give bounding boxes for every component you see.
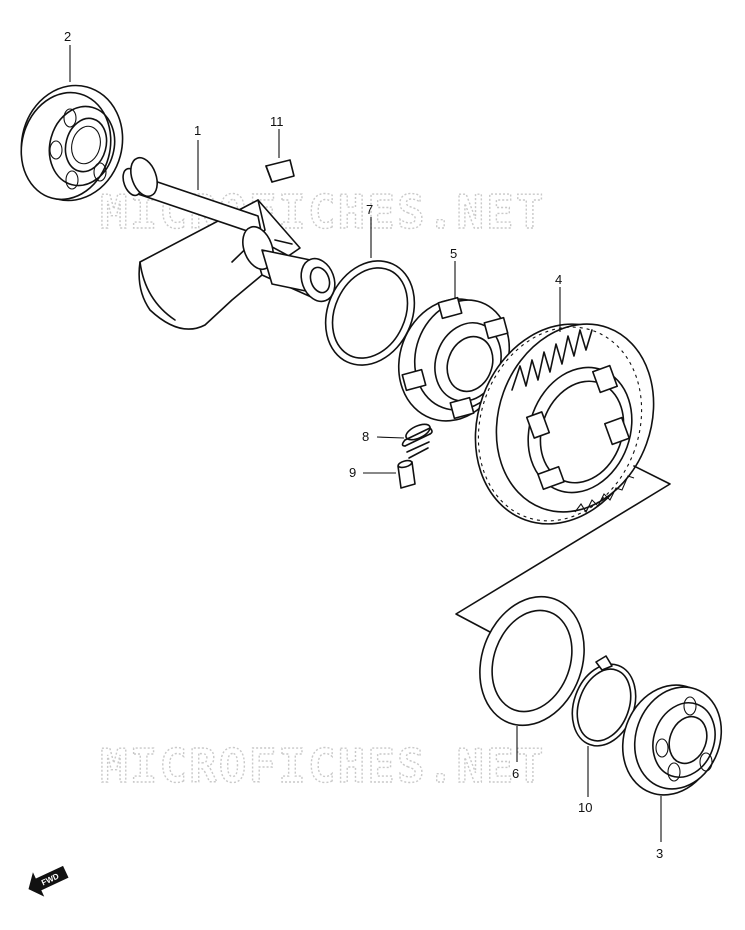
callout-part-4: 4 <box>555 272 562 287</box>
callout-part-6: 6 <box>512 766 519 781</box>
callout-part-10: 10 <box>578 800 592 815</box>
callout-part-3: 3 <box>656 846 663 861</box>
callout-part-11: 11 <box>270 114 284 129</box>
callout-part-2: 2 <box>64 29 71 44</box>
thrust-washer <box>479 595 585 727</box>
bearing-lower <box>621 684 723 796</box>
circlip <box>571 655 637 747</box>
leader-lines <box>69 45 662 842</box>
callout-part-1: 1 <box>194 123 201 138</box>
callout-part-9: 9 <box>349 465 356 480</box>
watermark-bottom: MICROFICHES.NET <box>100 739 545 793</box>
damper-spring <box>401 423 433 459</box>
callout-part-8: 8 <box>362 429 369 444</box>
bearing-upper <box>20 84 124 202</box>
callout-part-7: 7 <box>366 202 373 217</box>
callout-part-5: 5 <box>450 246 457 261</box>
fwd-direction-badge: FWD <box>28 865 69 897</box>
damper-pin <box>397 459 416 489</box>
assembly-leader-line <box>455 465 671 633</box>
woodruff-key <box>265 159 295 183</box>
balancer-driven-gear <box>474 323 655 525</box>
damper-hub <box>397 296 511 422</box>
balancer-shaft <box>122 156 336 330</box>
